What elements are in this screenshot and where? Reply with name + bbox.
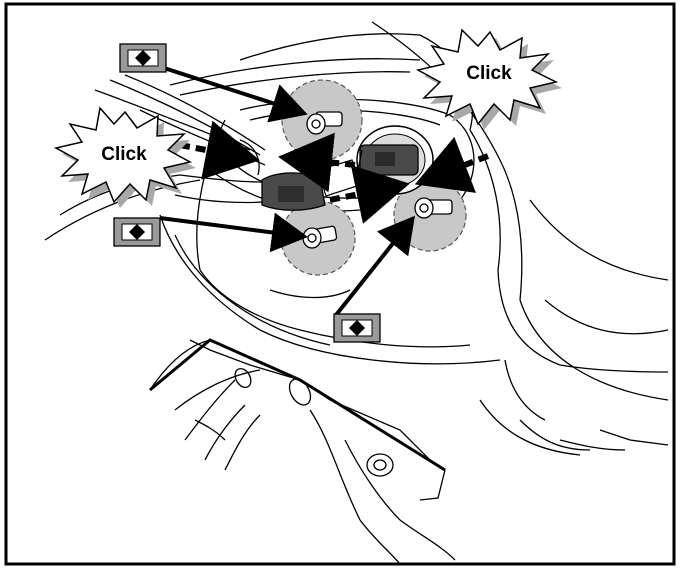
click-label-left: Click xyxy=(101,144,147,165)
click-label-top-right: Click xyxy=(466,63,512,84)
fastener-symbol-left xyxy=(114,218,160,246)
fastener-symbol-bottom xyxy=(334,314,380,342)
fastener-symbol-top xyxy=(120,44,166,72)
